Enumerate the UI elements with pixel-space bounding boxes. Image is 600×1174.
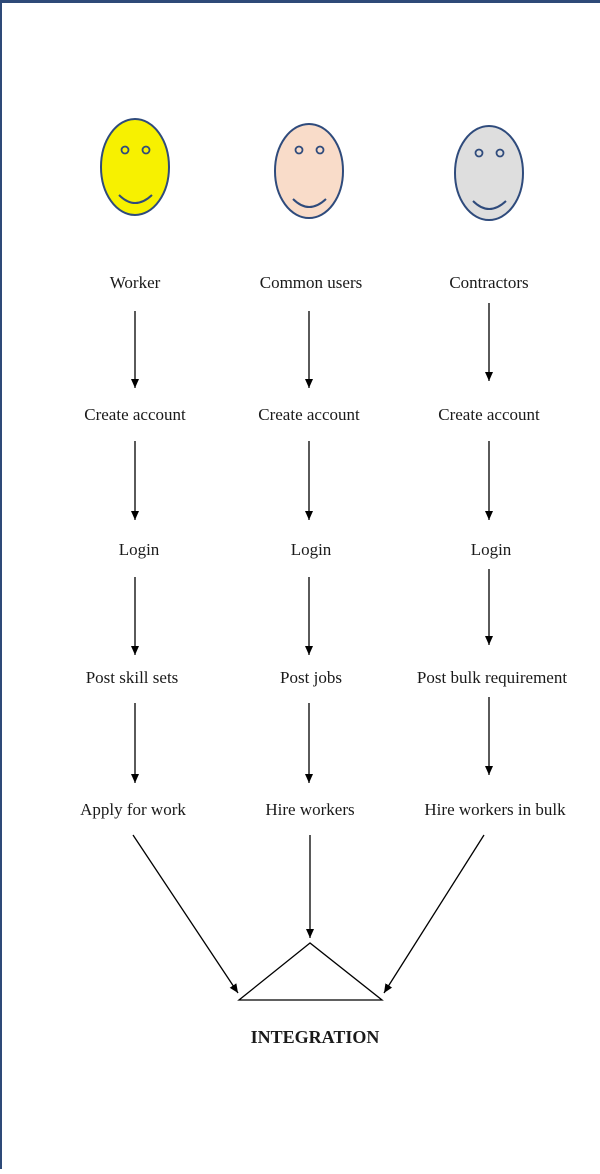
- worker-right-eye: [141, 145, 151, 155]
- contractors-to-integration-arrow: [383, 834, 485, 994]
- common-users-face: [274, 123, 344, 219]
- contractors-right-eye: [495, 148, 505, 158]
- contractors-face: [454, 125, 524, 221]
- contractors-step-create-account: Create account: [438, 405, 540, 424]
- column-contractors: Contractors Create account Login Post bu…: [417, 125, 567, 819]
- common-users-smiley-icon: [274, 123, 344, 219]
- common-users-left-eye: [294, 145, 304, 155]
- integration-triangle: [237, 942, 384, 1001]
- contractors-smiley-icon: [454, 125, 524, 221]
- worker-step-post-skill-sets: Post skill sets: [86, 668, 179, 687]
- contractors-step-login: Login: [471, 540, 512, 559]
- integration-group: INTEGRATION: [132, 834, 485, 1047]
- common-users-actor-label: Common users: [260, 273, 362, 292]
- worker-left-eye: [120, 145, 130, 155]
- common-users-smile: [292, 198, 327, 208]
- worker-step-apply-for-work: Apply for work: [80, 800, 186, 819]
- worker-to-integration-arrow: [132, 834, 239, 994]
- common-users-step-hire-workers: Hire workers: [265, 800, 354, 819]
- worker-step-login: Login: [119, 540, 160, 559]
- flow-diagram: Worker Create account Login Post skill s…: [80, 118, 567, 1047]
- worker-actor-label: Worker: [110, 273, 161, 292]
- worker-face: [100, 118, 170, 216]
- common-users-right-eye: [315, 145, 325, 155]
- contractors-left-eye: [474, 148, 484, 158]
- column-common-users: Common users Create account Login Post j…: [258, 123, 362, 819]
- integration-label: INTEGRATION: [251, 1027, 380, 1047]
- contractors-step-hire-workers-in-bulk: Hire workers in bulk: [424, 800, 566, 819]
- worker-smiley-icon: [100, 118, 170, 216]
- column-worker: Worker Create account Login Post skill s…: [80, 118, 186, 819]
- common-users-step-create-account: Create account: [258, 405, 360, 424]
- contractors-step-post-bulk-requirement: Post bulk requirement: [417, 668, 567, 687]
- worker-step-create-account: Create account: [84, 405, 186, 424]
- common-users-step-login: Login: [291, 540, 332, 559]
- worker-smile: [118, 194, 153, 204]
- contractors-actor-label: Contractors: [449, 273, 528, 292]
- common-users-step-post-jobs: Post jobs: [280, 668, 342, 687]
- contractors-smile: [472, 200, 507, 210]
